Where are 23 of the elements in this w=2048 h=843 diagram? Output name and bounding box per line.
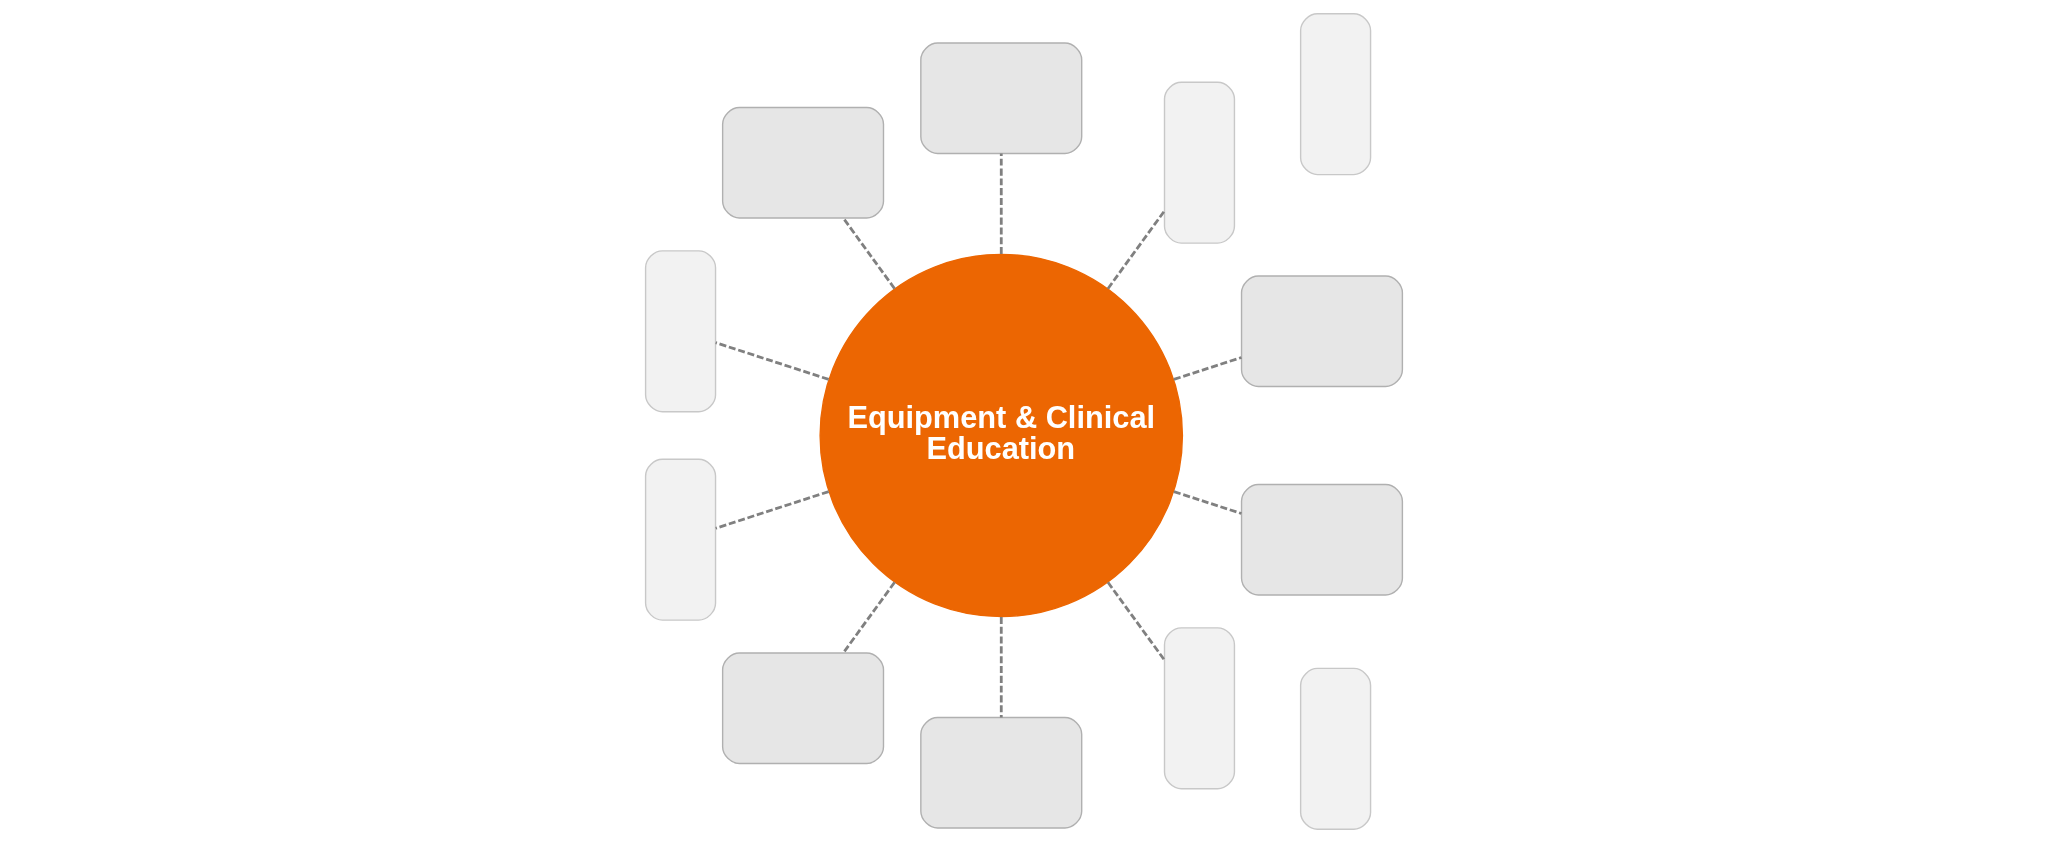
connector xyxy=(715,341,830,381)
connector xyxy=(842,217,896,290)
connector xyxy=(1173,356,1242,381)
node-box xyxy=(920,716,1083,829)
connector xyxy=(1106,210,1166,290)
connector xyxy=(1106,581,1166,661)
node-person xyxy=(1299,13,1372,176)
node-person xyxy=(644,458,717,621)
connector xyxy=(1173,490,1242,515)
node-person xyxy=(644,250,717,413)
node-box xyxy=(721,652,885,765)
node-person xyxy=(1163,627,1236,790)
node-circle: Equipment & Clinical Education xyxy=(819,253,1184,618)
node-box xyxy=(920,42,1083,155)
node-person xyxy=(1299,667,1372,830)
node-box xyxy=(1240,483,1404,596)
node-box xyxy=(1240,275,1404,388)
connector xyxy=(999,616,1003,718)
node-person xyxy=(1163,81,1236,244)
connector xyxy=(999,153,1003,255)
connector xyxy=(842,581,896,654)
connector xyxy=(715,490,830,530)
node-box xyxy=(721,106,885,219)
